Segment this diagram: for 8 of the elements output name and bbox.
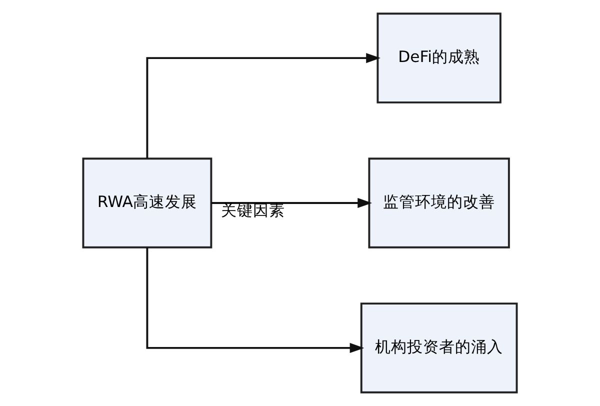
- arrow: [146, 53, 380, 158]
- node-box: 监管环境的改善: [368, 158, 510, 248]
- arrow: [211, 198, 372, 208]
- arrow: [146, 248, 364, 353]
- node-box: RWA高速发展: [82, 158, 212, 248]
- node-box: 机构投资者的涌入: [360, 302, 518, 394]
- node-box: DeFi的成熟: [376, 12, 502, 104]
- edge-label: 关键因素: [220, 200, 285, 220]
